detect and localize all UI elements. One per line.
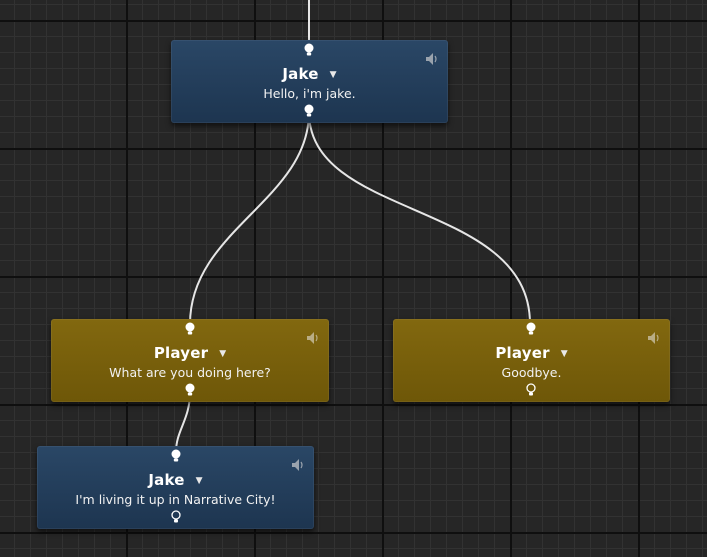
input-pin-filled-bulb-pin-icon[interactable] <box>525 322 537 336</box>
dialogue-line: Goodbye. <box>501 365 562 380</box>
speaker-name[interactable]: Player <box>153 344 209 362</box>
dialogue-line: Hello, i'm jake. <box>263 86 356 101</box>
output-pin-hollow-bulb-pin-icon[interactable] <box>170 510 182 524</box>
output-pin-filled-bulb-pin-icon[interactable] <box>303 104 315 118</box>
wire-root-to-player-left[interactable] <box>189 111 310 325</box>
input-pin-filled-bulb-pin-icon[interactable] <box>184 322 196 336</box>
dialogue-line: What are you doing here? <box>109 365 271 380</box>
caret-down-icon[interactable]: ▼ <box>560 349 568 359</box>
speaker-row: Player ▼ <box>393 343 670 363</box>
input-pin-filled-bulb-pin-icon[interactable] <box>303 43 315 57</box>
dialogue-line: I'm living it up in Narrative City! <box>75 492 276 507</box>
speaker-icon[interactable] <box>646 330 660 346</box>
speaker-row: Jake ▼ <box>37 470 314 490</box>
output-pin-filled-bulb-pin-icon[interactable] <box>184 383 196 397</box>
caret-down-icon[interactable]: ▼ <box>219 349 227 359</box>
input-pin-filled-bulb-pin-icon[interactable] <box>170 449 182 463</box>
speaker-name[interactable]: Player <box>495 344 550 362</box>
output-pin-hollow-bulb-pin-icon[interactable] <box>525 383 537 397</box>
speaker-name[interactable]: Jake <box>148 471 185 489</box>
caret-down-icon[interactable]: ▼ <box>329 70 337 80</box>
caret-down-icon[interactable]: ▼ <box>195 476 203 486</box>
speaker-row: Jake ▼ <box>171 64 448 84</box>
speaker-row: Player ▼ <box>51 343 329 363</box>
speaker-icon[interactable] <box>424 51 438 67</box>
speaker-name[interactable]: Jake <box>282 65 319 83</box>
wire-root-to-player-right[interactable] <box>308 111 531 325</box>
speaker-icon[interactable] <box>290 457 304 473</box>
speaker-icon[interactable] <box>305 330 319 346</box>
